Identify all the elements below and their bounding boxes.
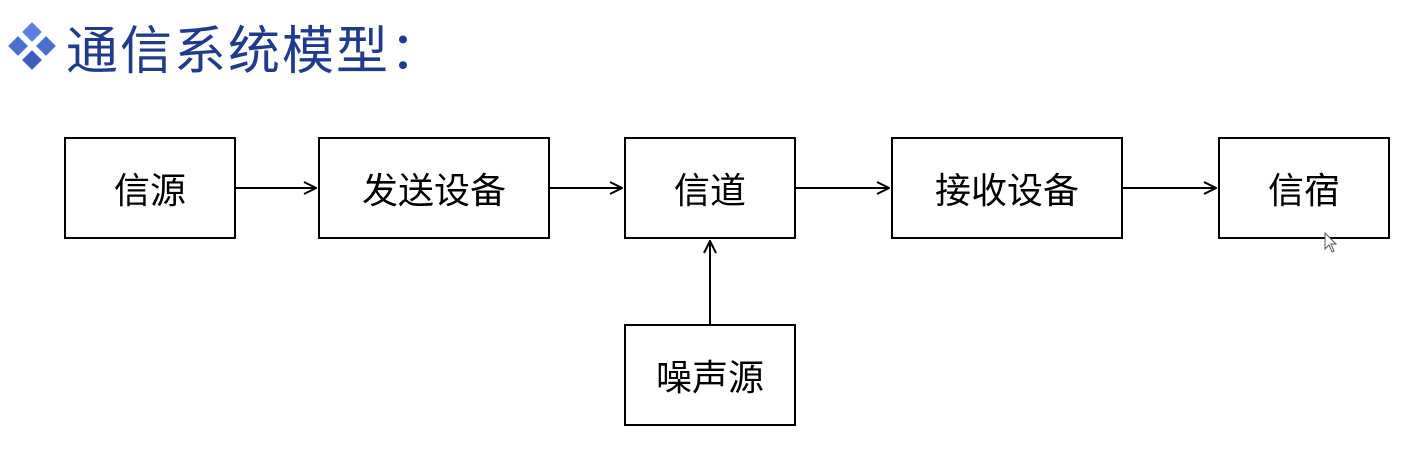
box-receiver: 接收设备 <box>891 137 1123 239</box>
slide-title-row: 通信系统模型： <box>8 6 444 86</box>
diamond-bullet-icon <box>8 22 56 70</box>
page-title: 通信系统模型： <box>66 21 445 82</box>
box-transmitter: 发送设备 <box>318 137 550 239</box>
box-channel: 信道 <box>624 137 796 239</box>
box-noise-source: 噪声源 <box>624 324 796 426</box>
mouse-pointer-icon <box>1324 232 1338 253</box>
box-information-sink: 信宿 <box>1218 137 1390 239</box>
box-information-source: 信源 <box>64 137 236 239</box>
